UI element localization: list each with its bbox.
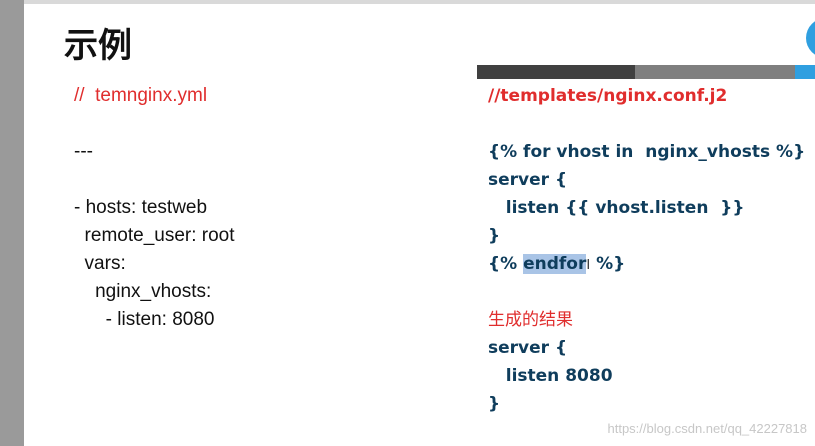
template-blank <box>488 278 805 306</box>
yaml-line: - hosts: testweb <box>74 197 208 218</box>
yaml-line <box>74 110 235 138</box>
corner-circle-decoration <box>806 18 815 58</box>
endfor-line[interactable]: {% endforI %} <box>488 250 805 278</box>
slide-title: 示例 <box>64 26 132 66</box>
endfor-selected-text[interactable]: endfor <box>523 254 587 274</box>
template-blank <box>488 110 805 138</box>
template-line: listen {{ vhost.listen }} <box>488 198 745 218</box>
bar-grey <box>635 65 795 79</box>
template-line: } <box>488 226 501 246</box>
endfor-suffix: %} <box>590 254 626 274</box>
result-line: listen 8080 <box>488 366 613 386</box>
yaml-line: nginx_vhosts: <box>74 281 212 302</box>
template-code-block: //templates/nginx.conf.j2 {% for vhost i… <box>488 82 805 418</box>
header-color-bars <box>477 65 815 79</box>
template-file-comment: //templates/nginx.conf.j2 <box>488 86 728 106</box>
watermark: https://blog.csdn.net/qq_42227818 <box>607 421 808 436</box>
yaml-line: - listen: 8080 <box>74 309 215 330</box>
yaml-code-block: // temnginx.yml --- - hosts: testweb rem… <box>74 82 235 334</box>
result-heading: 生成的结果 <box>488 310 573 330</box>
yaml-line: remote_user: root <box>74 225 235 246</box>
result-line: server { <box>488 338 568 358</box>
yaml-line: --- <box>74 141 93 162</box>
endfor-prefix: {% <box>488 254 524 274</box>
template-line: server { <box>488 170 568 190</box>
yaml-line <box>74 166 235 194</box>
result-line: } <box>488 394 501 414</box>
yaml-file-comment: // temnginx.yml <box>74 85 208 106</box>
top-border <box>24 0 815 4</box>
yaml-line: vars: <box>74 253 126 274</box>
text-cursor-icon: I <box>586 258 591 273</box>
template-line: {% for vhost in nginx_vhosts %} <box>488 142 806 162</box>
left-sidebar-strip <box>0 0 24 446</box>
bar-dark <box>477 65 635 79</box>
bar-blue <box>795 65 815 79</box>
